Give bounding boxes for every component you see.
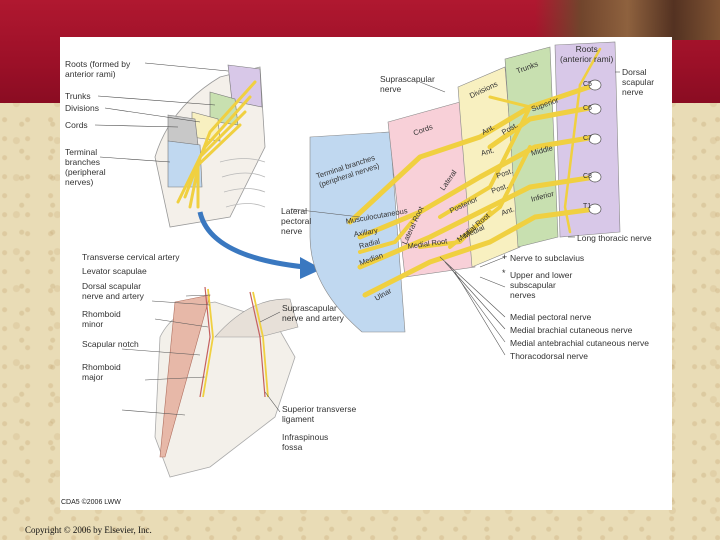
roots-label: Roots (formed by anterior rami) xyxy=(65,59,131,79)
scapula-illustration xyxy=(121,286,299,478)
cords-label: Cords xyxy=(65,120,88,130)
star-marker: * xyxy=(502,268,506,278)
transverse-cervical-label: Transverse cervical artery xyxy=(82,252,180,262)
copyright-text: Copyright © 2006 by Elsevier, Inc. xyxy=(25,525,152,535)
c6-label: C6 xyxy=(583,105,592,112)
plexus-nerves xyxy=(347,47,602,298)
diagram-canvas xyxy=(94,41,621,478)
c5-label: C5 xyxy=(583,81,592,88)
medial-brachial-label: Medial brachial cutaneous nerve xyxy=(510,325,633,335)
t1-label: T1 xyxy=(583,203,592,210)
suprascapular-nerve-artery-label: Suprascapular nerve and artery xyxy=(282,303,344,323)
lateral-pectoral-label: Lateral pectoral nerve xyxy=(281,206,312,236)
rhomboid-major-label: Rhomboid major xyxy=(82,362,121,382)
c7-label: C7 xyxy=(583,135,592,142)
infraspinous-fossa-label: Infraspinous fossa xyxy=(282,432,329,452)
rhomboid-minor-label: Rhomboid minor xyxy=(82,309,121,329)
medial-antebrachial-label: Medial antebrachial cutaneous nerve xyxy=(510,338,649,348)
torso-illustration xyxy=(94,62,266,228)
banner-photo xyxy=(535,0,720,40)
trunks-label: Trunks xyxy=(65,91,91,101)
root-rings xyxy=(588,79,602,215)
brachial-plexus-figure: Roots (formed by anterior rami) Trunks D… xyxy=(60,37,672,510)
plus-marker: + xyxy=(502,252,508,262)
levator-scapulae-label: Levator scapulae xyxy=(82,266,147,276)
long-thoracic-label: Long thoracic nerve xyxy=(577,233,652,243)
dorsal-scapular-label: Dorsal scapular nerve xyxy=(622,67,655,97)
superior-transverse-ligament-label: Superior transverse ligament xyxy=(282,404,357,424)
connector-arrow xyxy=(197,211,322,279)
subscapular-label: Upper and lower subscapular nerves xyxy=(510,270,573,300)
nerve-subclavius-label: Nerve to subclavius xyxy=(510,253,585,263)
thoracodorsal-label: Thoracodorsal nerve xyxy=(510,351,588,361)
dorsal-scapular-artery-label: Dorsal scapular nerve and artery xyxy=(82,281,144,301)
c8-label: C8 xyxy=(583,173,592,180)
scapular-notch-label: Scapular notch xyxy=(82,339,139,349)
divisions-label: Divisions xyxy=(65,103,100,113)
medial-pectoral-label: Medial pectoral nerve xyxy=(510,312,592,322)
figure-credit: CDA5 ©2006 LWW xyxy=(61,499,121,506)
terminal-branches-label: Terminal branches (peripheral nerves) xyxy=(65,147,106,187)
roots-header-label: Roots (anterior rami) xyxy=(560,44,614,64)
suprascapular-nerve-label: Suprascapular nerve xyxy=(380,74,435,94)
